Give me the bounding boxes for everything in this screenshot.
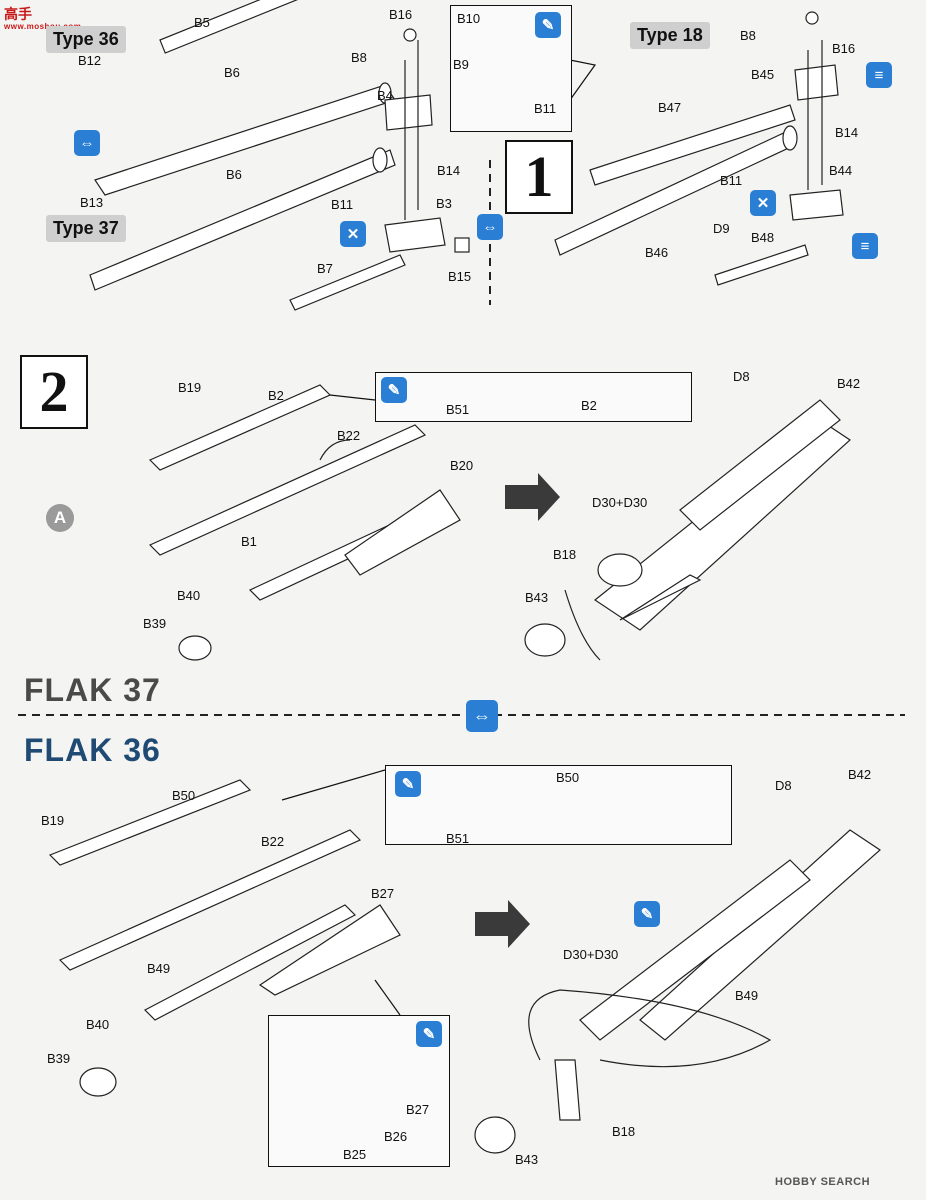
label-b42: B42 — [837, 376, 861, 391]
label-b39: B39 — [143, 616, 167, 631]
label-b6-2: B6 — [226, 167, 242, 182]
cement-icon: ≡ — [866, 62, 892, 88]
label-b50: B50 — [172, 788, 196, 803]
label-d30-2: D30+D30 — [563, 947, 619, 962]
label-b11-2: B11 — [331, 197, 354, 212]
label-b18-2: B18 — [612, 1124, 636, 1139]
label-b11: B11 — [534, 101, 557, 116]
label-b25: B25 — [343, 1147, 367, 1162]
label-b40: B40 — [177, 588, 201, 603]
glue-icon-2: ✕ — [750, 190, 776, 216]
label-d8-2: D8 — [775, 778, 792, 793]
step-number-2: 2 — [20, 355, 88, 429]
label-b46: B46 — [645, 245, 669, 260]
label-b22-2: B22 — [261, 834, 285, 849]
label-b3: B3 — [436, 196, 452, 211]
paint-icon-4: ✎ — [395, 771, 421, 797]
label-b14-2: B14 — [835, 125, 859, 140]
flak37-heading: FLAK 37 — [24, 672, 161, 708]
paint-icon-5: ✎ — [416, 1021, 442, 1047]
label-b16-2: B16 — [832, 41, 856, 56]
label-b5: B5 — [194, 15, 210, 30]
label-b6: B6 — [224, 65, 240, 80]
label-b9: B9 — [453, 57, 469, 72]
label-b45: B45 — [751, 67, 775, 82]
hobby-search-watermark: HOBBY SEARCH — [775, 1176, 871, 1188]
label-b44: B44 — [829, 163, 853, 178]
label-b50-inset: B50 — [556, 770, 580, 785]
label-b40-2: B40 — [86, 1017, 110, 1032]
type36-tag: Type 36 — [46, 26, 126, 53]
label-b2: B2 — [268, 388, 284, 403]
label-b1: B1 — [241, 534, 257, 549]
label-b16: B16 — [389, 7, 413, 22]
label-d9: D9 — [713, 221, 730, 236]
swap-icon-2: ⇔ — [477, 214, 503, 240]
label-b15: B15 — [448, 269, 472, 284]
inset-b50-detail — [385, 765, 732, 845]
label-b47: B47 — [658, 100, 682, 115]
label-b11-3: B11 — [720, 173, 743, 188]
label-b51-2: B51 — [446, 831, 470, 846]
label-b43: B43 — [525, 590, 549, 605]
label-b19-2: B19 — [41, 813, 65, 828]
label-b8: B8 — [351, 50, 367, 65]
label-b18: B18 — [553, 547, 577, 562]
label-d8: D8 — [733, 369, 750, 384]
label-b10: B10 — [457, 11, 481, 26]
label-b48: B48 — [751, 230, 775, 245]
label-b39-2: B39 — [47, 1051, 71, 1066]
glue-icon: ✕ — [340, 221, 366, 247]
label-b4: B4 — [377, 88, 393, 103]
label-b2-inset: B2 — [581, 398, 597, 413]
label-b51: B51 — [446, 402, 470, 417]
label-b20: B20 — [450, 458, 474, 473]
flak36-heading: FLAK 36 — [24, 732, 161, 768]
type18-tag: Type 18 — [630, 22, 710, 49]
label-b22: B22 — [337, 428, 361, 443]
label-b27: B27 — [371, 886, 395, 901]
label-b19: B19 — [178, 380, 202, 395]
label-b42-2: B42 — [848, 767, 872, 782]
label-d30: D30+D30 — [592, 495, 648, 510]
label-b13: B13 — [80, 195, 104, 210]
label-b8-2: B8 — [740, 28, 756, 43]
label-b43-2: B43 — [515, 1152, 539, 1167]
watermark-logo: 高手 — [4, 6, 32, 22]
watermark-site: www.moshou.com — [4, 22, 82, 31]
paint-icon: ✎ — [535, 12, 561, 38]
label-b26: B26 — [384, 1129, 408, 1144]
paint-icon-3: ✎ — [381, 377, 407, 403]
paint-icon-6: ✎ — [634, 901, 660, 927]
label-b27-inset: B27 — [406, 1102, 430, 1117]
type37-tag: Type 37 — [46, 215, 126, 242]
cement-icon-2: ≡ — [852, 233, 878, 259]
label-b7: B7 — [317, 261, 333, 276]
label-b49-2: B49 — [735, 988, 759, 1003]
swap-icon: ⇔ — [74, 130, 100, 156]
step-number-1: 1 — [505, 140, 573, 214]
label-b14: B14 — [437, 163, 461, 178]
label-b49: B49 — [147, 961, 171, 976]
sub-step-marker: A — [46, 504, 74, 532]
inset-b2-detail — [375, 372, 692, 422]
label-b12: B12 — [78, 53, 102, 68]
swap-icon-center: ⇔ — [466, 700, 498, 732]
